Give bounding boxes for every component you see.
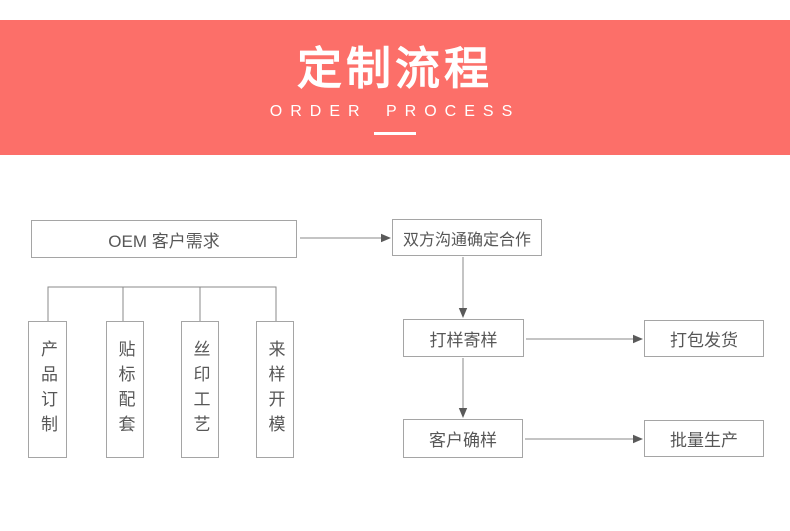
flow-node-label: 产品订制	[38, 339, 57, 440]
flow-node-label: 丝印工艺	[190, 339, 210, 440]
flow-node-label: OEM 客户需求	[108, 231, 220, 251]
flow-node-label: 打包发货	[670, 331, 738, 350]
flow-node-communicate-cooperation: 双方沟通确定合作	[392, 219, 542, 256]
flow-node-mass-production: 批量生产	[644, 420, 764, 457]
flow-node-oem-requirement: OEM 客户需求	[31, 220, 297, 258]
flow-node-proof-sample: 打样寄样	[403, 319, 524, 357]
flow-node-silkscreen-process: 丝印工艺	[181, 321, 219, 458]
flow-node-pack-ship: 打包发货	[644, 320, 764, 357]
flow-node-label: 客户确样	[429, 431, 497, 450]
title-underline	[374, 132, 416, 135]
flow-node-label: 贴标配套	[115, 339, 135, 440]
flow-node-label: 来样开模	[265, 339, 285, 440]
hero-banner: 定制流程 ORDER PROCESS	[0, 20, 790, 155]
flow-node-label: 双方沟通确定合作	[402, 231, 531, 249]
banner-subtitle: ORDER PROCESS	[269, 103, 521, 120]
flow-node-label: 打样寄样	[429, 330, 498, 350]
flow-node-product-customization: 产品订制	[28, 321, 67, 458]
flow-node-customer-confirm: 客户确样	[403, 419, 523, 458]
flow-node-label: 批量生产	[670, 431, 738, 450]
banner-title: 定制流程	[296, 43, 493, 94]
flow-node-sample-molding: 来样开模	[256, 321, 294, 458]
flow-node-labeling-package: 贴标配套	[106, 321, 144, 458]
